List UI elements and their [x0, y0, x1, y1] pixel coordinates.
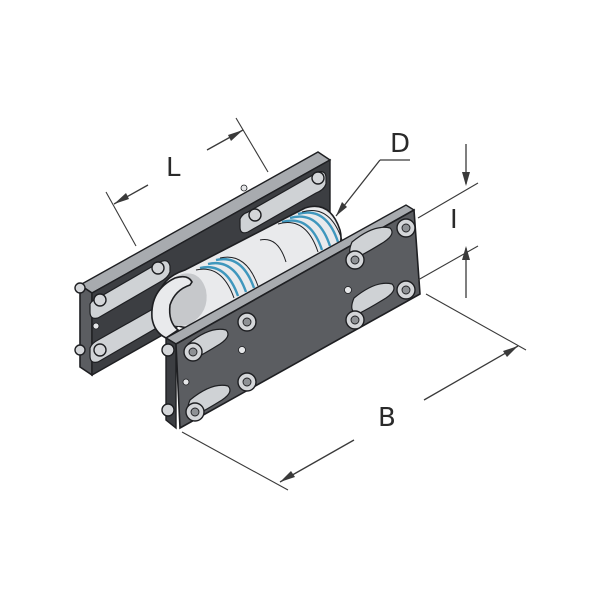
pipe-joint	[259, 238, 287, 263]
dim-L-extension-left	[105, 191, 137, 247]
back-plate-slots	[89, 171, 327, 363]
back-bolt-edge-1	[74, 282, 86, 294]
dim-B-extension-right	[425, 293, 527, 351]
band-left-1	[199, 265, 240, 297]
back-plate-end	[79, 283, 93, 377]
band-right-edge-1	[277, 222, 319, 253]
band-left-3	[215, 257, 256, 289]
band-right-2	[289, 215, 332, 247]
back-slot-upper-right	[239, 171, 327, 234]
back-hole-1	[92, 322, 100, 330]
pipe-lip	[151, 275, 193, 339]
front-bolt-2	[237, 312, 257, 332]
dim-D-arrow	[336, 202, 347, 216]
front-bolt-5	[185, 402, 205, 422]
dim-L-extension-right	[235, 117, 269, 173]
dim-B-arrow-right	[503, 346, 518, 357]
back-bolt-3	[248, 208, 262, 222]
dim-L-arrow-right	[228, 130, 243, 141]
dim-B-arrow-left	[280, 471, 295, 482]
band-right-1	[281, 219, 324, 251]
back-bolt-2	[151, 261, 165, 275]
back-bolt-4	[311, 171, 325, 185]
front-bolt-3	[345, 250, 365, 270]
band-right-3	[297, 211, 340, 243]
dim-L-label: L	[166, 153, 181, 183]
front-hole-3	[182, 378, 190, 386]
dim-I-label: I	[450, 205, 458, 235]
front-hole-2	[344, 286, 352, 294]
dim-I-arrow-top	[462, 172, 470, 186]
dim-I-arrow-bottom	[462, 246, 470, 260]
band-left-2	[207, 261, 248, 293]
pipe-bands-left	[195, 256, 259, 299]
front-bolt-7	[345, 310, 365, 330]
dim-L-arrow-left	[114, 193, 129, 204]
back-bolt-5	[93, 343, 107, 357]
dimension-D: D	[335, 129, 410, 217]
front-bolt-edge-2	[161, 403, 175, 417]
front-plate-bolts	[161, 218, 416, 422]
pipe-bands-right	[277, 210, 343, 253]
back-hole-2	[240, 184, 248, 192]
dim-B-label: B	[378, 403, 396, 433]
band-left-edge-1	[195, 268, 235, 299]
front-plate	[161, 204, 421, 430]
front-hole-1	[238, 346, 246, 354]
front-bolt-8	[396, 280, 416, 300]
dim-B-extension-left	[181, 431, 289, 491]
pipe	[151, 205, 343, 339]
dimension-I: I	[417, 144, 479, 298]
dim-D-label: D	[390, 129, 410, 159]
dim-B-line-right	[423, 345, 519, 401]
dimension-B: B	[181, 293, 527, 491]
back-slot-upper-left	[89, 260, 171, 319]
front-bolt-4	[396, 218, 416, 238]
dim-I-extension-top	[417, 182, 479, 219]
front-bolt-1	[183, 342, 203, 362]
front-bolt-edge-1	[161, 343, 175, 357]
band-right-edge-2	[301, 210, 343, 241]
dim-I-extension-bottom	[417, 245, 479, 281]
front-bolt-6	[237, 372, 257, 392]
back-bolt-edge-2	[74, 344, 86, 356]
back-bolt-1	[93, 293, 107, 307]
dimension-L: L	[105, 117, 269, 247]
band-left-edge-2	[219, 256, 259, 287]
